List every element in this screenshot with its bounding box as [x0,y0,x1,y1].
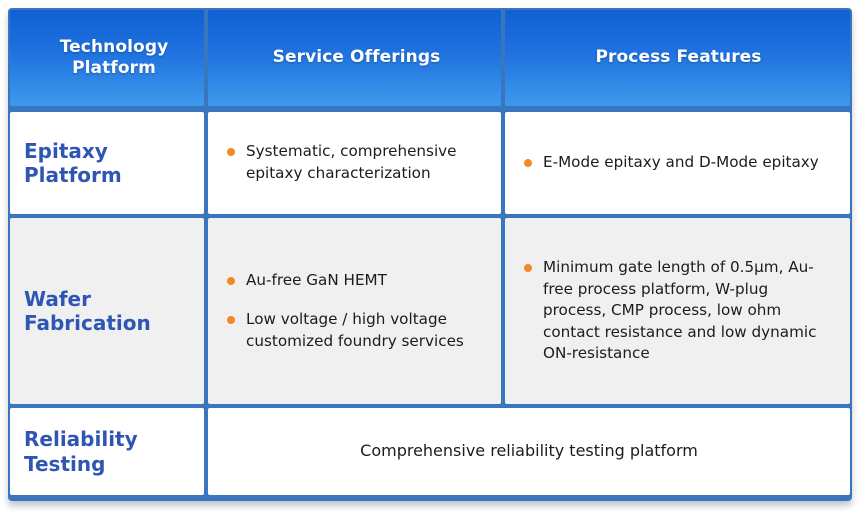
platform-name-label: Reliability Testing [24,427,138,476]
list-item-text: Au-free GaN HEMT [246,270,387,289]
list-item: Systematic, comprehensive epitaxy charac… [226,141,487,184]
list-item: E-Mode epitaxy and D-Mode epitaxy [523,152,834,174]
table-row: Reliability Testing Comprehensive reliab… [8,408,852,495]
cell-platform-epitaxy: Epitaxy Platform [10,112,204,214]
list-item: Minimum gate length of 0.5µm, Au-free pr… [523,257,834,365]
column-header-technology-platform: Technology Platform [10,10,204,106]
spanned-note-text: Comprehensive reliability testing platfo… [360,441,698,461]
column-header-label: Process Features [595,47,762,68]
bullet-list: E-Mode epitaxy and D-Mode epitaxy [523,152,834,174]
cell-service-offerings-epitaxy: Systematic, comprehensive epitaxy charac… [208,112,501,214]
list-item: Low voltage / high voltage customized fo… [226,309,487,352]
bullet-dot-icon [227,316,235,325]
bullet-list: Systematic, comprehensive epitaxy charac… [226,141,487,184]
list-item-text: Low voltage / high voltage customized fo… [246,310,464,350]
list-item: Au-free GaN HEMT [226,270,487,292]
cell-service-offerings-wafer: Au-free GaN HEMT Low voltage / high volt… [208,218,501,404]
list-item-text: Minimum gate length of 0.5µm, Au-free pr… [543,258,817,363]
column-header-label: Service Offerings [272,47,441,68]
table-header-row: Technology Platform Service Offerings Pr… [8,8,852,108]
cell-platform-wafer: Wafer Fabrication [10,218,204,404]
cell-reliability-note-span: Comprehensive reliability testing platfo… [208,408,850,495]
list-item-text: E-Mode epitaxy and D-Mode epitaxy [543,153,819,172]
bullet-dot-icon [524,159,532,168]
list-item-text: Systematic, comprehensive epitaxy charac… [246,142,457,182]
column-header-process-features: Process Features [505,10,850,106]
cell-process-features-epitaxy: E-Mode epitaxy and D-Mode epitaxy [505,112,850,214]
table-row: Epitaxy Platform Systematic, comprehensi… [8,112,852,214]
column-header-label: Technology Platform [59,36,169,78]
bullet-list: Minimum gate length of 0.5µm, Au-free pr… [523,257,834,365]
technology-capabilities-table: Technology Platform Service Offerings Pr… [8,8,852,501]
bullet-list: Au-free GaN HEMT Low voltage / high volt… [226,270,487,353]
bullet-dot-icon [227,148,235,157]
bullet-dot-icon [227,276,235,285]
cell-platform-reliability: Reliability Testing [10,408,204,495]
bullet-dot-icon [524,264,532,273]
platform-name-label: Wafer Fabrication [24,286,151,335]
table-row: Wafer Fabrication Au-free GaN HEMT Low v… [8,218,852,404]
column-header-service-offerings: Service Offerings [208,10,501,106]
platform-name-label: Epitaxy Platform [24,138,122,187]
cell-process-features-wafer: Minimum gate length of 0.5µm, Au-free pr… [505,218,850,404]
